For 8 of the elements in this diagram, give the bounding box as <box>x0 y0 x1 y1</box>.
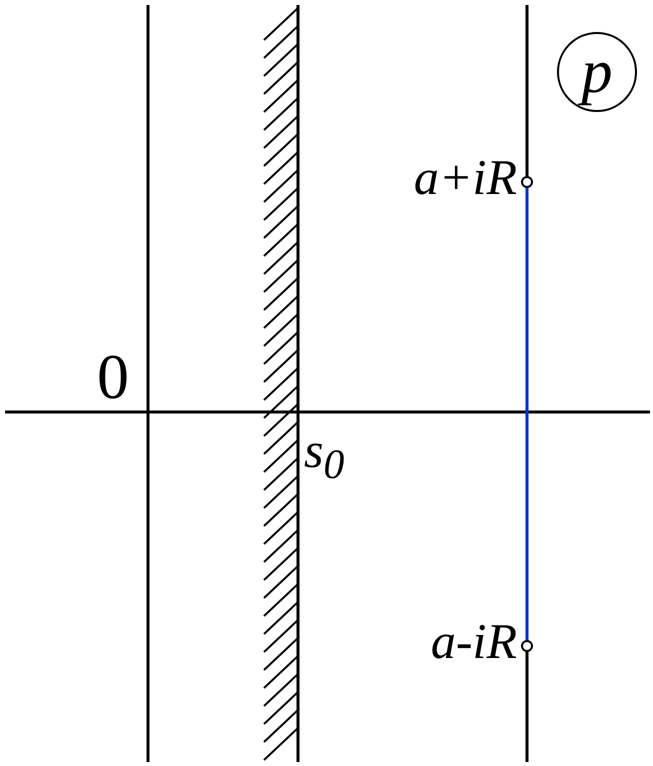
point-label: a+iR <box>414 152 517 202</box>
point-marker <box>521 176 533 188</box>
abscissa-label: s$_{0}$ <box>304 425 344 487</box>
origin-label: 0 <box>97 345 129 409</box>
point-marker <box>521 640 533 652</box>
point-label: a-iR <box>430 616 517 666</box>
contour-segment <box>526 188 528 640</box>
circled-variable: p <box>557 32 637 112</box>
